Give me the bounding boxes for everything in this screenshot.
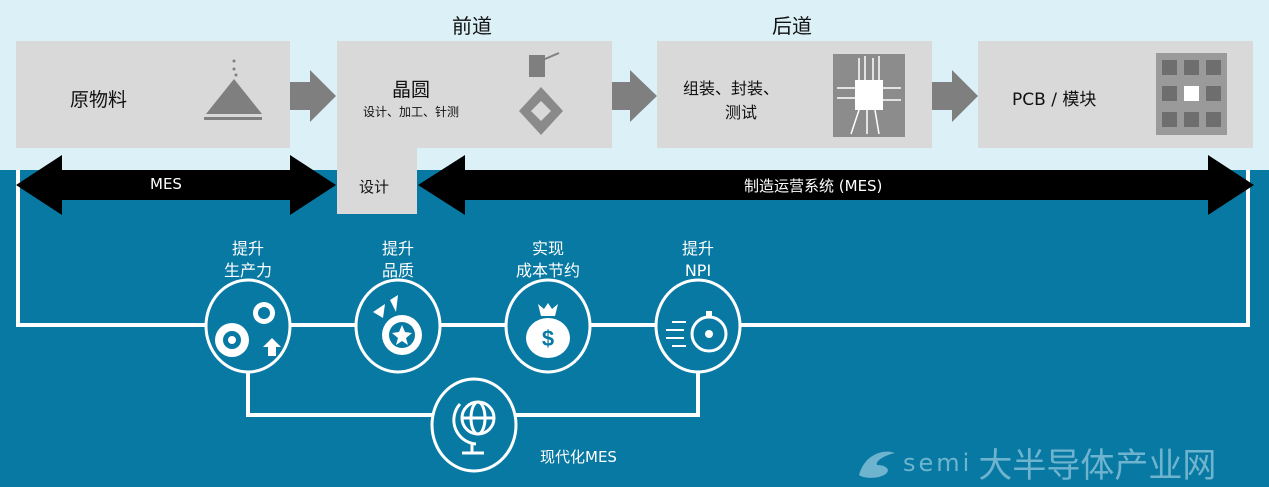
flow-arrow-3 — [932, 70, 978, 122]
watermark: semi 大半导体产业网 — [855, 438, 1216, 487]
circle-productivity — [204, 278, 292, 374]
stopwatch-icon — [666, 311, 728, 353]
quality-badge-icon — [373, 295, 422, 355]
stage-label-line2: 测试 — [725, 103, 758, 122]
design-tab-label: 设计 — [359, 178, 390, 196]
stage-sublabel: 设计、加工、针测 — [363, 105, 460, 119]
stage-label-line1: 组装、封装、 — [683, 79, 780, 98]
money-bag-icon: $ — [526, 303, 570, 358]
globe-icon — [452, 400, 496, 455]
design-tab: 设计 — [337, 148, 417, 214]
mes-double-arrow-right — [418, 155, 1254, 215]
stage-label: PCB / 模块 — [1012, 90, 1097, 110]
stage-wafer: 晶圆 设计、加工、针测 — [337, 41, 612, 148]
wafer-probe-icon — [519, 52, 563, 135]
modern-mes-label: 现代化MES — [540, 448, 617, 466]
benefit-quality-label: 提升品质 — [381, 239, 414, 280]
semi-logo-icon — [859, 451, 895, 478]
stage-label: 晶圆 — [392, 79, 431, 101]
mes-right-label: 制造运营系统 (MES) — [744, 177, 883, 195]
mes-double-arrow-left — [16, 155, 336, 215]
chip-circuit-icon — [833, 54, 905, 137]
flow-arrows — [290, 70, 978, 122]
front-end-label: 前道 — [452, 14, 492, 38]
circle-npi — [654, 278, 742, 374]
pcb-module-icon — [1156, 53, 1227, 135]
outer-loop-line — [16, 170, 1250, 327]
benefit-cost-label: 实现成本节约 — [515, 239, 580, 280]
stage-pcb-module: PCB / 模块 — [978, 41, 1253, 148]
mes-left-label: MES — [150, 175, 182, 193]
gears-up-icon — [215, 302, 281, 357]
benefit-productivity-label: 提升生产力 — [223, 239, 272, 280]
back-end-label: 后道 — [772, 14, 812, 38]
flow-arrow-2 — [612, 70, 657, 122]
stage-raw-material: 原物料 — [16, 41, 290, 148]
svg-text:$: $ — [542, 326, 554, 351]
circle-modern — [430, 377, 518, 473]
stage-label: 原物料 — [70, 89, 128, 111]
stage-assembly: 组装、封装、 测试 — [657, 41, 932, 148]
raw-material-pile-icon — [204, 59, 262, 120]
flow-arrow-1 — [290, 70, 336, 122]
